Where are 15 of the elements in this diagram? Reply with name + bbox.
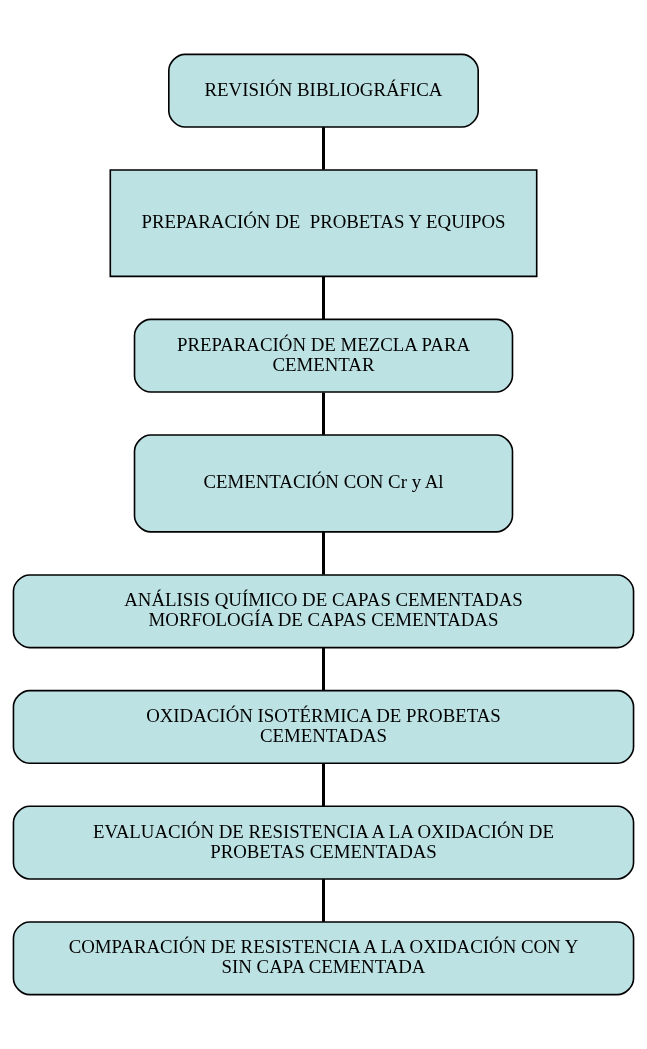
node-box: OXIDACIÓN ISOTÉRMICA DE PROBETAS CEMENTADAS (12, 689, 635, 765)
node-box: EVALUACIÓN DE RESISTENCIA A LA OXIDACIÓN DE PROBETAS CEMENTADAS (12, 805, 635, 880)
node-box: COMPARACIÓN DE RESISTENCIA A LA OXIDACIÓN CON Y SIN CAPA CEMENTADA (12, 921, 635, 996)
connector (322, 763, 325, 807)
node-box: PREPARACIÓN DE PROBETAS Y EQUIPOS (109, 169, 538, 278)
node-box: REVISIÓN BIBLIOGRÁFICA (168, 53, 479, 128)
connector (322, 647, 325, 691)
node-box: PREPARACIÓN DE MEZCLA PARA CEMENTAR (133, 318, 514, 393)
connector (322, 392, 325, 435)
connector (322, 532, 325, 575)
node-box: ANÁLISIS QUÍMICO DE CAPAS CEMENTADAS MORFOLOGÍA DE CAPAS CEMENTADAS (12, 574, 635, 649)
connector (322, 879, 325, 922)
connector (322, 276, 325, 319)
node-box: CEMENTACIÓN CON Cr y Al (133, 434, 514, 533)
connector (322, 127, 325, 170)
